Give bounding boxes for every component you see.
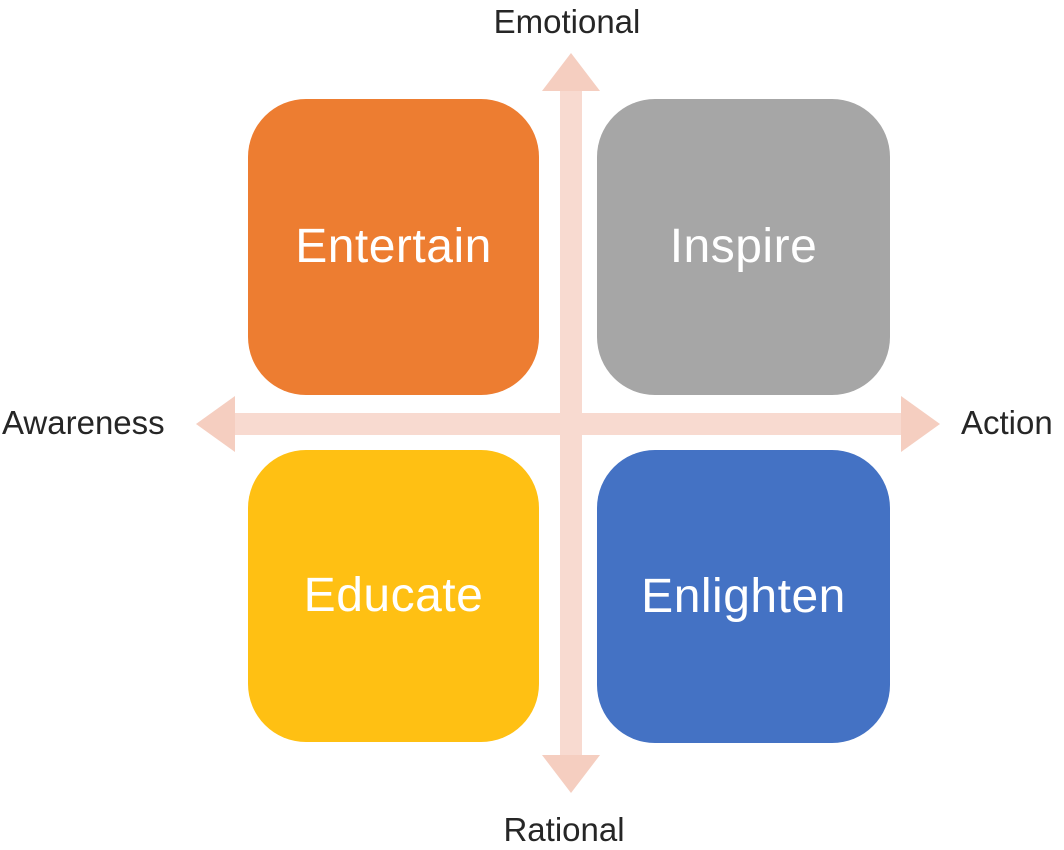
down-arrowhead-icon xyxy=(542,755,600,793)
right-arrowhead-icon xyxy=(901,396,940,452)
axis-label-emotional: Emotional xyxy=(493,3,641,40)
axis-label-rational: Rational xyxy=(503,811,625,848)
axis-label-awareness: Awareness xyxy=(2,404,165,442)
quadrant-enlighten-label: Enlighten xyxy=(641,569,846,623)
quadrant-enlighten: Enlighten xyxy=(597,450,890,743)
horizontal-axis-shaft xyxy=(233,413,903,435)
quadrant-entertain: Entertain xyxy=(248,99,539,395)
up-arrowhead-icon xyxy=(542,53,600,91)
quadrant-inspire: Inspire xyxy=(597,99,890,395)
quadrant-educate: Educate xyxy=(248,450,539,742)
quadrant-inspire-label: Inspire xyxy=(669,220,818,273)
left-arrowhead-icon xyxy=(196,396,235,452)
quadrant-entertain-label: Entertain xyxy=(295,220,492,273)
quadrant-educate-label: Educate xyxy=(303,569,484,622)
axis-label-action: Action xyxy=(961,404,1053,442)
